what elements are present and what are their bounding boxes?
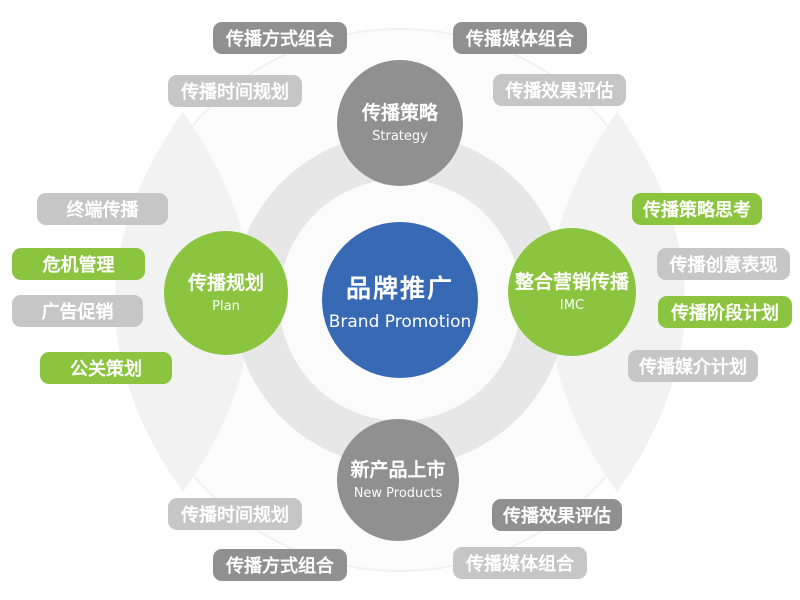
- tag-strategy-thinking: 传播策略思考: [632, 193, 762, 225]
- tag-terminal-communication: 终端传播: [37, 193, 168, 225]
- center-brand-promotion-circle: 品牌推广 Brand Promotion: [322, 222, 478, 378]
- tag-media-plan: 传播媒介计划: [628, 350, 758, 382]
- center-subtitle: Brand Promotion: [328, 311, 472, 332]
- tag-top-time-plan: 传播时间规划: [168, 75, 302, 107]
- node-plan-title: 传播规划: [187, 272, 264, 295]
- node-new-products-subtitle: New Products: [353, 485, 443, 501]
- node-imc-title: 整合营销传播: [514, 271, 629, 294]
- tag-top-effect-eval: 传播效果评估: [493, 74, 626, 106]
- node-plan-subtitle: Plan: [212, 298, 240, 314]
- tag-ad-promotion: 广告促销: [12, 295, 143, 327]
- node-plan-circle: 传播规划 Plan: [164, 231, 288, 355]
- tag-top-media-mix: 传播媒体组合: [453, 22, 587, 54]
- node-imc-circle: 整合营销传播 IMC: [508, 228, 636, 356]
- node-imc-subtitle: IMC: [559, 297, 585, 313]
- tag-creative-expression: 传播创意表现: [657, 248, 790, 280]
- node-new-products-title: 新产品上市: [350, 459, 446, 482]
- tag-bottom-effect-eval: 传播效果评估: [492, 499, 622, 531]
- tag-bottom-method-mix: 传播方式组合: [213, 549, 347, 581]
- node-strategy-circle: 传播策略 Strategy: [337, 60, 463, 186]
- tag-bottom-media-mix: 传播媒体组合: [453, 547, 587, 579]
- tag-pr-planning: 公关策划: [40, 352, 172, 384]
- center-title: 品牌推广: [345, 273, 454, 303]
- tag-bottom-time-plan: 传播时间规划: [168, 498, 302, 530]
- tag-stage-plan: 传播阶段计划: [658, 296, 792, 328]
- node-new-products-circle: 新产品上市 New Products: [337, 419, 459, 541]
- node-strategy-title: 传播策略: [361, 102, 438, 125]
- node-strategy-subtitle: Strategy: [372, 128, 428, 144]
- tag-crisis-management: 危机管理: [12, 248, 145, 280]
- tag-top-method-mix: 传播方式组合: [213, 22, 347, 54]
